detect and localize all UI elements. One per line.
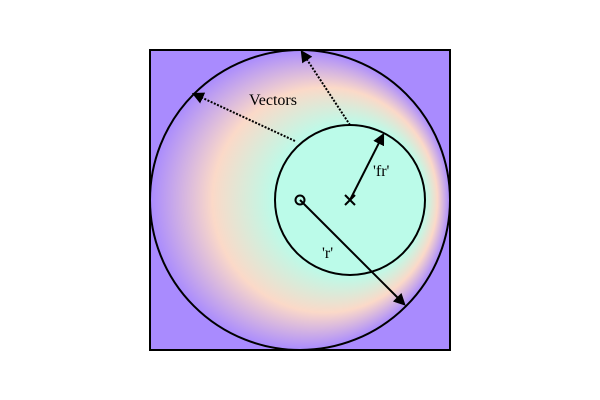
vector-arrow-left (191, 92, 296, 142)
focal-radius-arrow (349, 132, 385, 201)
focal-x-marker-icon (344, 194, 356, 206)
end-circle (149, 49, 451, 351)
center-marker-icon (294, 194, 306, 206)
radius-label: 'r' (322, 245, 333, 262)
focal-radius-label: 'fr' (373, 163, 390, 180)
vectors-label: Vectors (249, 92, 297, 109)
radius-arrow (299, 199, 406, 306)
vector-arrow-upper (300, 49, 351, 126)
